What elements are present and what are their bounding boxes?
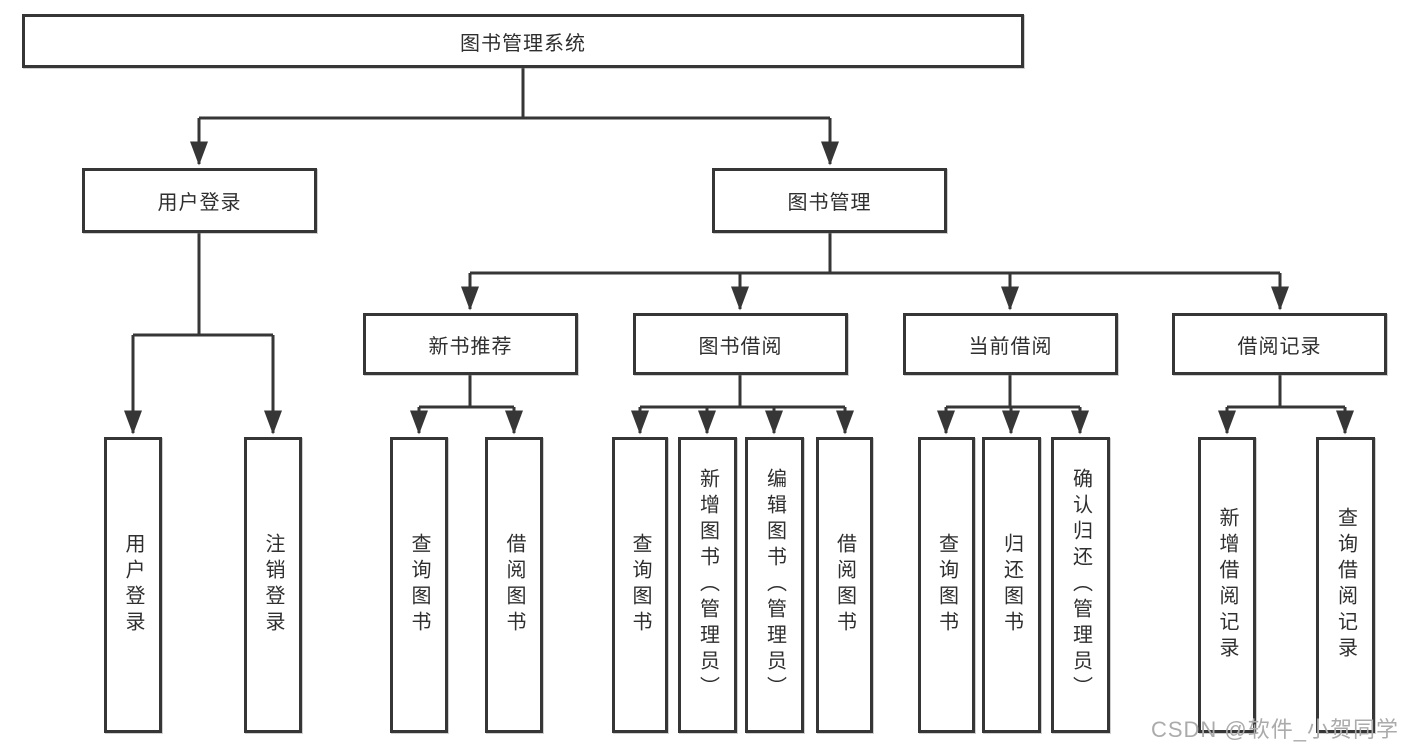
- leaf-label: 借阅图书: [833, 533, 856, 637]
- leaf-label: 查询借阅记录: [1334, 507, 1357, 663]
- connector-book-mgmt-children: [461, 233, 1289, 311]
- node-book-management: 图书管理: [712, 168, 947, 233]
- node-new-book-recommend: 新书推荐: [363, 313, 578, 375]
- node-borrow-records: 借阅记录: [1172, 313, 1387, 375]
- leaf-label: 新增借阅记录: [1216, 507, 1238, 663]
- node-library-management-system: 图书管理系统: [22, 14, 1024, 68]
- leaf-label: 归还图书: [1000, 533, 1023, 637]
- leaf-label: 借阅图书: [503, 533, 525, 637]
- node-label: 图书管理: [787, 192, 872, 214]
- leaf-label: 编辑图书（管理员）: [763, 468, 786, 702]
- leaf-return-book: 归还图书: [982, 437, 1041, 733]
- node-label: 图书借阅: [698, 335, 783, 358]
- connector-book-borrow-children: [631, 375, 854, 435]
- leaf-label: 查询图书: [935, 533, 958, 637]
- node-label: 图书管理系统: [460, 32, 586, 55]
- leaf-confirm-return-admin: 确认归还（管理员）: [1051, 437, 1110, 733]
- node-book-borrow: 图书借阅: [633, 313, 848, 375]
- leaf-query-books-recommend: 查询图书: [390, 437, 448, 733]
- leaf-query-borrow-record: 查询借阅记录: [1316, 437, 1375, 733]
- connector-user-login-children: [124, 233, 282, 435]
- leaf-label: 查询图书: [629, 533, 651, 637]
- connector-borrow-record-children: [1218, 375, 1354, 435]
- node-label: 新书推荐: [428, 335, 513, 358]
- connector-current-borrow-children: [937, 375, 1089, 435]
- leaf-borrow-books-recommend: 借阅图书: [485, 437, 543, 733]
- leaf-add-borrow-record: 新增借阅记录: [1198, 437, 1256, 733]
- leaf-label: 查询图书: [408, 533, 430, 637]
- connector-new-book-children: [410, 375, 523, 435]
- node-user-login: 用户登录: [82, 168, 317, 233]
- node-current-borrow: 当前借阅: [903, 313, 1118, 375]
- leaf-edit-book-admin: 编辑图书（管理员）: [745, 437, 804, 733]
- node-label: 借阅记录: [1237, 335, 1322, 358]
- leaf-label: 用户登录: [122, 533, 144, 637]
- csdn-watermark: CSDN @软件_小贺同学: [1150, 717, 1399, 742]
- node-label: 当前借阅: [968, 335, 1053, 358]
- leaf-add-book-admin: 新增图书（管理员）: [678, 437, 737, 733]
- connector-root-to-level2: [190, 68, 839, 166]
- leaf-user-login: 用户登录: [104, 437, 162, 733]
- leaf-logout-login: 注销登录: [244, 437, 302, 733]
- leaf-query-books-borrow: 查询图书: [612, 437, 668, 733]
- node-label: 用户登录: [157, 192, 242, 214]
- leaf-label: 确认归还（管理员）: [1069, 468, 1092, 702]
- leaf-query-books-current: 查询图书: [918, 437, 975, 733]
- leaf-label: 新增图书（管理员）: [696, 468, 719, 702]
- leaf-borrow-books: 借阅图书: [816, 437, 873, 733]
- leaf-label: 注销登录: [262, 533, 284, 637]
